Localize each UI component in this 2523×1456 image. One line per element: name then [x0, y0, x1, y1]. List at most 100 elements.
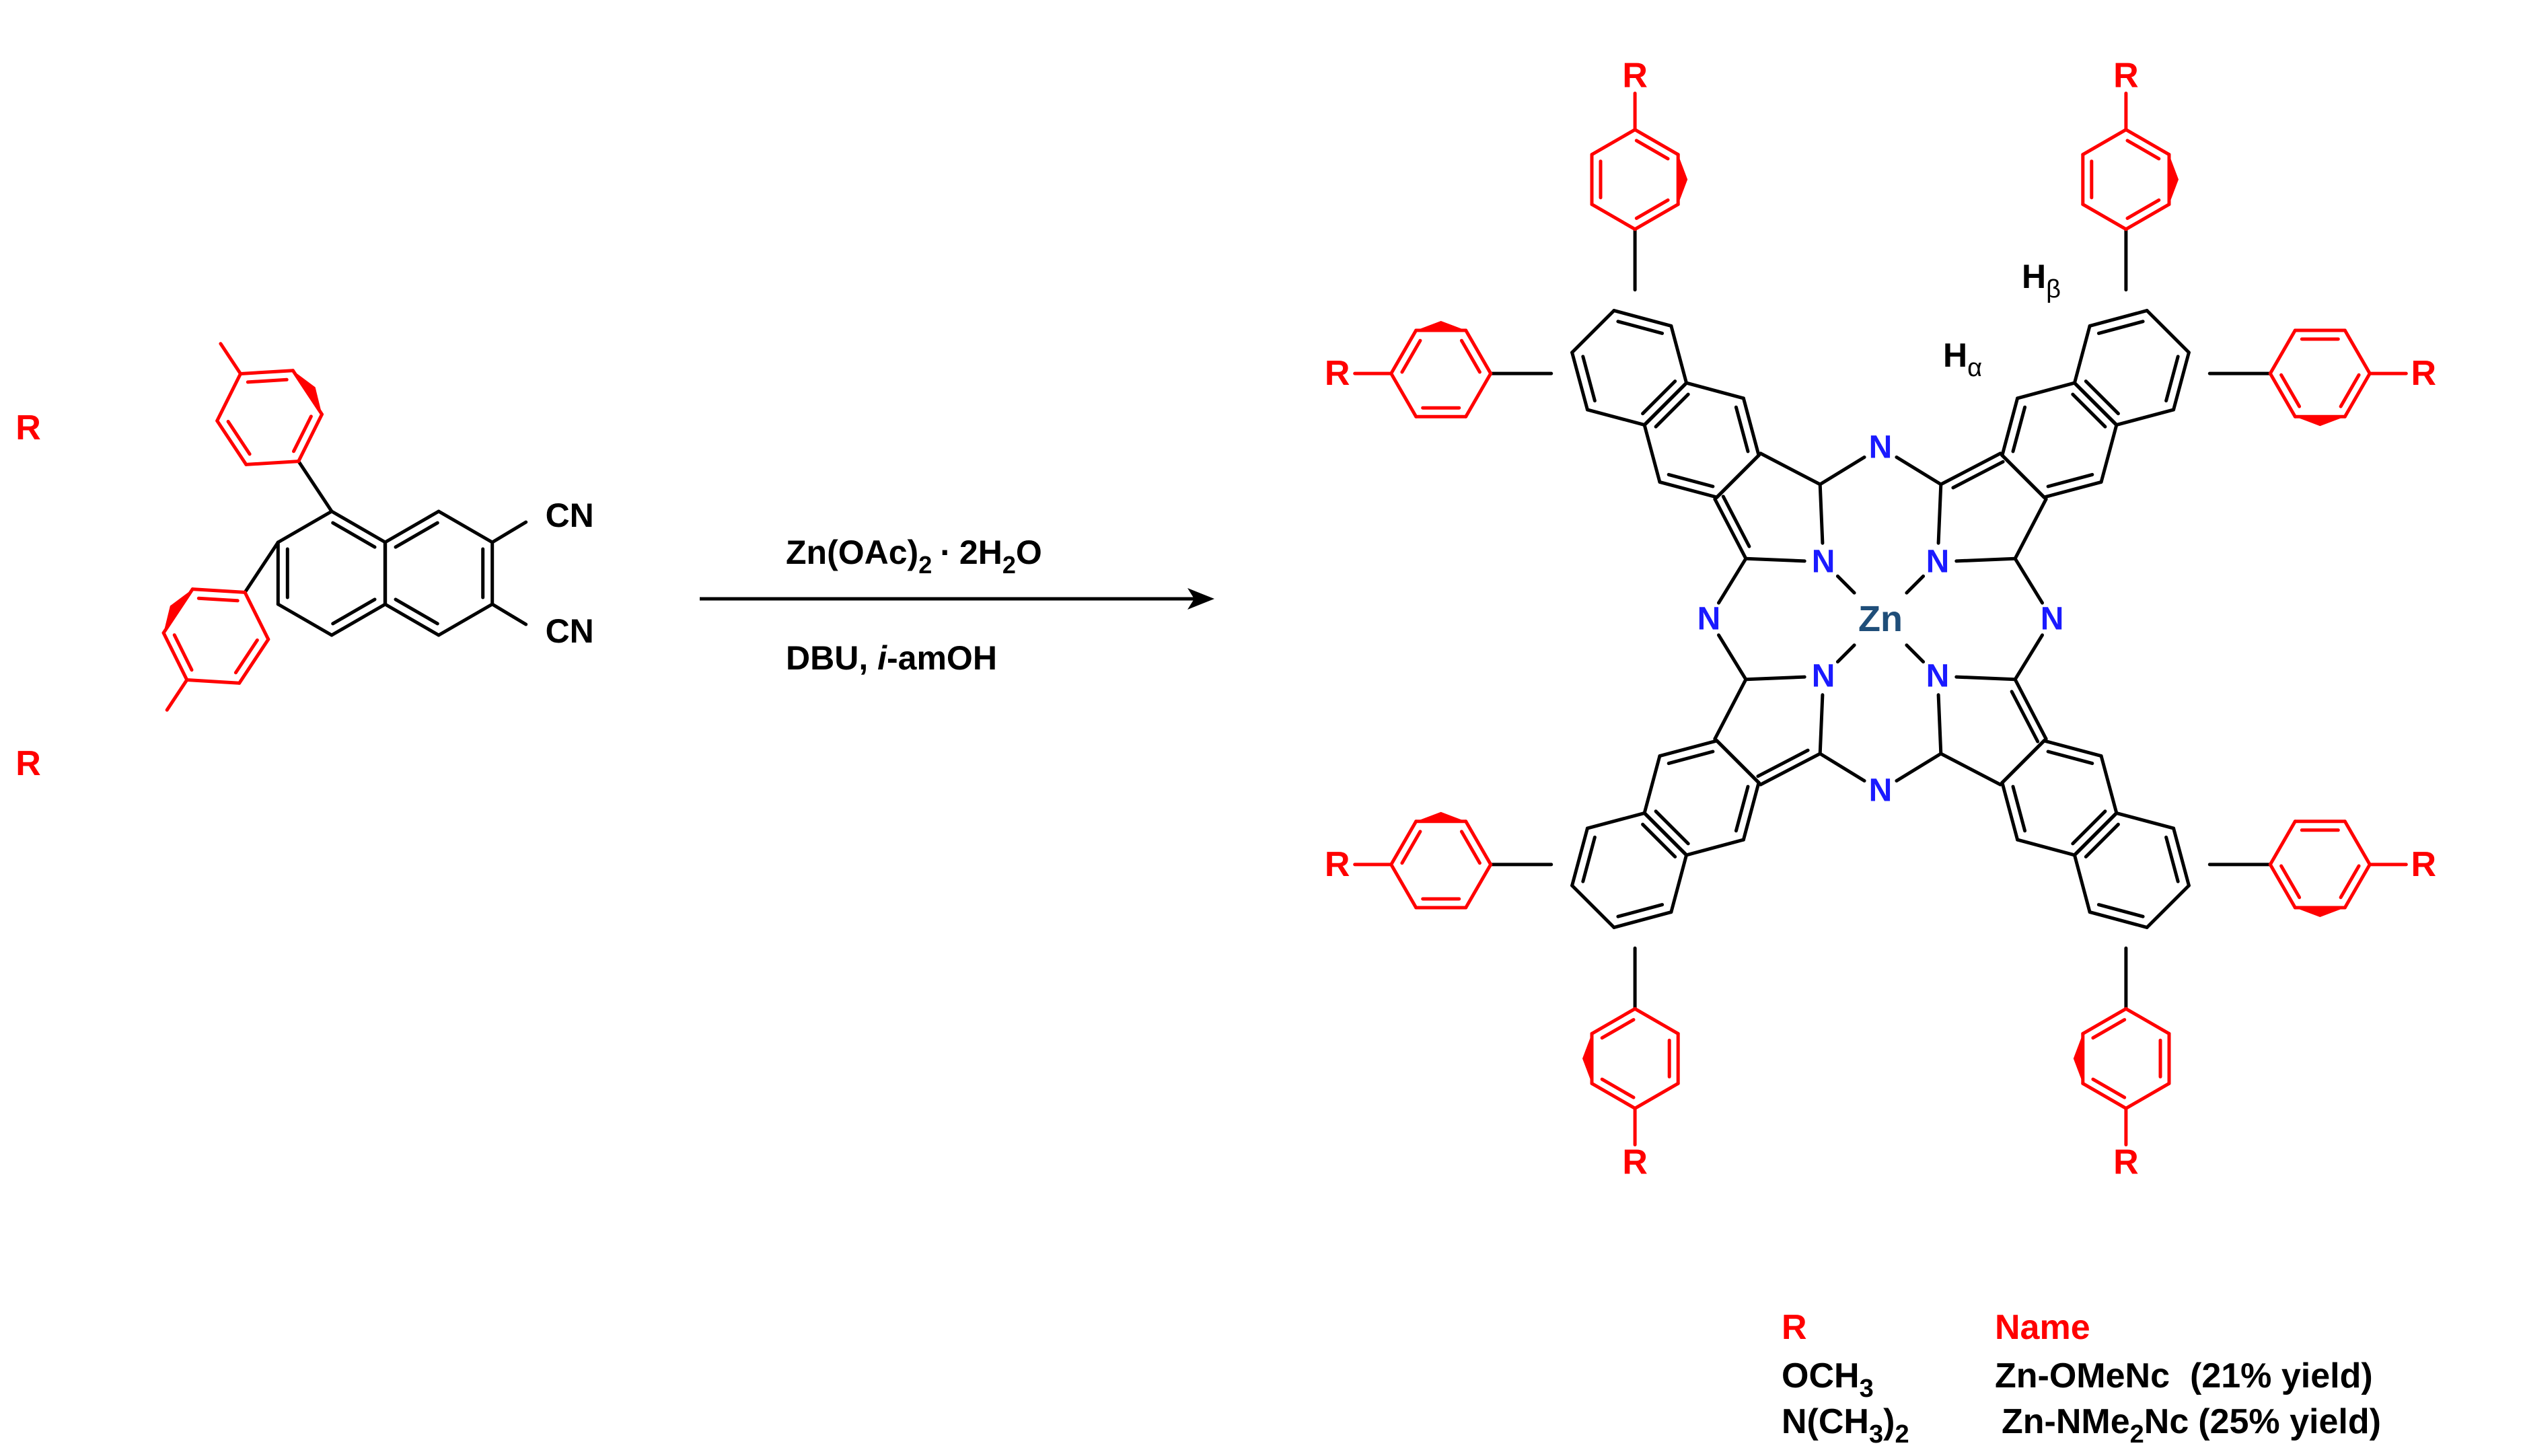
nc-top-left-aryl-a-aryl-wedge — [1416, 321, 1466, 332]
nc-bottom-right-pyrrole-bond — [1936, 693, 1943, 756]
reactant-bottom-aryl-bond — [237, 637, 270, 685]
nc-bottom-left-aryl-b-aryl-double — [1459, 830, 1482, 865]
reactant-nitrile-label-top: CN — [546, 497, 594, 534]
nc-top-left-aryl-b-aryl-double — [1634, 198, 1670, 220]
meso-aza-n-2: N — [2041, 602, 2064, 637]
nc-top-right-aryl-a-aryl-bond — [2081, 128, 2128, 157]
nc-bottom-left-aryl-b-aryl-bond — [1389, 820, 1418, 867]
nc-top-left-aryl-b-aryl-double — [1634, 139, 1670, 161]
nc-bottom-left-aryl-b-aryl-wedge — [1416, 811, 1466, 823]
bond-layer — [243, 227, 2272, 1011]
nc-bottom-right-naphthalene-bond — [2072, 853, 2092, 914]
nc-bottom-left-naphthalene-bond — [1669, 853, 1689, 914]
nc-bottom-left-aryl-b-aryl-bond — [1464, 820, 1493, 867]
zinc-atom-label: Zn — [1858, 599, 1903, 639]
h-beta-label: Hβ — [2022, 258, 2061, 303]
reactant-naphthalene-ring1-bond — [437, 602, 495, 637]
nc-top-left-naphthalene-bond — [1741, 396, 1761, 458]
nc-top-right-naphthalene-bond — [2000, 453, 2046, 499]
nc-bottom-right-pyrrole-bond — [2013, 678, 2048, 741]
nc-bottom-left-aryl-b-aryl-double — [1400, 830, 1422, 865]
nc-bottom-right-aryl-b-aryl-wedge — [2073, 1033, 2084, 1084]
reagent-label: Zn(OAc)2·2H2O — [786, 534, 1042, 579]
reactant-top-aryl-bond — [244, 460, 301, 466]
nc-bottom-left-aryl-a-aryl-bond — [1590, 1007, 1637, 1035]
nc-top-right-aryl-a-aryl-double — [2125, 139, 2161, 161]
meso-bond — [1717, 556, 1748, 605]
nc-top-right-pyrrole-n: N — [1926, 544, 1950, 580]
nc-top-right-naphthalene-bond — [2000, 396, 2020, 458]
nc-top-left-naphthalene-double — [1616, 320, 1665, 335]
nc-bottom-left-naphthalene-double — [1734, 785, 1750, 833]
nc-top-right-naphthalene-bond — [2145, 309, 2191, 355]
nc-bottom-right-aryl-a-aryl-bond — [2268, 820, 2297, 867]
nc-top-right-naphthalene-double — [2046, 472, 2094, 488]
reactant-top-aryl-double — [246, 377, 289, 384]
nc-top-left-aryl-b-aryl-bond — [1633, 203, 1680, 231]
nc-bottom-left-pyrrole-bond — [1818, 693, 1825, 756]
nc-top-right-naphthalene-bond — [2072, 381, 2119, 427]
nc-bottom-left-aryl-a-aryl-bond — [1590, 1081, 1637, 1110]
nc-top-left-naphthalene-bond — [1669, 324, 1689, 385]
nc-top-right-zn-n-bond — [1905, 574, 1926, 595]
nc-top-left-aryl-a-aryl-bond — [1464, 328, 1493, 375]
nc-top-left-naphthalene-double — [1641, 379, 1677, 416]
nc-bottom-left-pyrrole-bond — [1759, 752, 1822, 787]
substituent-table: R Name OCH3 Zn-OMeNc(21% yield) N(CH3)2 … — [1782, 1308, 2381, 1449]
meso-aza-n-3: N — [1869, 773, 1893, 809]
reactant-naphthalene-ring0-bond — [276, 509, 334, 544]
nc-top-right-pyrrole-bond — [2013, 497, 2048, 560]
reaction-arrow — [700, 588, 1214, 610]
nc-top-left-aryl-a-aryl-double — [1400, 338, 1422, 374]
reactant-top-aryl-bond — [215, 418, 248, 466]
meso-bond — [2013, 633, 2044, 682]
nc-top-left-naphthalene-bond — [1585, 408, 1646, 427]
nc-bottom-right-aryl-b-aryl-bond — [2081, 1081, 2128, 1110]
nc-top-right-aryl-b-aryl-bond — [2268, 328, 2297, 375]
nc-top-left-naphthalene-double — [1581, 355, 1597, 403]
nc-top-right-aryl-b-aryl-bond — [2343, 371, 2372, 418]
nc-bottom-left-pyrrole-bond — [1713, 678, 1748, 741]
nc-bottom-left-naphthalene-bond — [1642, 754, 1662, 815]
meso-aza-n-1: N — [1869, 429, 1893, 465]
nc-bottom-right-pyrrole-double — [2010, 690, 2040, 743]
nc-top-right-aryl-a-aryl-bond — [2124, 203, 2171, 231]
reactant-naphthalene-ring1-bond — [437, 509, 495, 544]
nc-top-left-aryl-a-aryl-bond — [1389, 328, 1418, 375]
reactant-bottom-aryl-double — [172, 633, 194, 672]
nc-top-right-naphthalene-bond — [2099, 423, 2119, 484]
reactant-top-aryl-double — [292, 414, 313, 453]
nc-top-left-naphthalene-double — [1734, 405, 1750, 453]
nc-top-right-pyrrole-bond — [1954, 556, 2017, 563]
nc-bottom-left-aryl-b-r-group-label: R — [1325, 845, 1350, 884]
nc-top-right-naphthalene-bond — [2016, 381, 2077, 400]
reactant-naphthalene-double-bond — [331, 521, 377, 549]
reactant-bottom-r-bond — [165, 678, 189, 712]
nc-top-left-pyrrole-bond — [1759, 451, 1822, 486]
table-row-1-name: Zn-OMeNc(21% yield) — [1995, 1356, 2373, 1395]
table-header-name: Name — [1995, 1308, 2090, 1347]
nc-top-right-naphthalene-double — [2096, 320, 2145, 335]
reactant-top-r-bond — [219, 342, 242, 375]
reactant-naphthalene-double-bond — [331, 597, 377, 626]
reactant-naphthalene-ring0-bond — [276, 602, 334, 637]
nc-bottom-right-naphthalene-bond — [2088, 910, 2149, 929]
nc-bottom-left-naphthalene-bond — [1585, 811, 1646, 830]
h-alpha-label: Hα — [1943, 336, 1982, 382]
nc-bottom-left-aryl-a-r-group-label: R — [1622, 1142, 1648, 1181]
nc-top-right-aryl-a-aryl-bond — [2124, 128, 2171, 157]
nc-bottom-right-aryl-a-r-group-label: R — [2411, 845, 2437, 884]
table-header-r: R — [1782, 1308, 1807, 1347]
reactant-top-aryl-bond — [215, 372, 242, 423]
nc-top-left-naphthalene-bond — [1612, 309, 1673, 328]
reactant-bottom-r-group-label: R — [15, 744, 41, 783]
nc-bottom-left-naphthalene-bond — [1741, 780, 1761, 842]
nc-top-left-pyrrole-double — [1721, 495, 1751, 548]
nc-top-right-naphthalene-double — [2084, 379, 2120, 416]
nc-bottom-left-aryl-a-aryl-wedge — [1582, 1033, 1593, 1084]
nc-bottom-left-pyrrole-n: N — [1812, 658, 1835, 694]
nc-bottom-left-naphthalene-bond — [1715, 739, 1761, 785]
nc-bottom-right-aryl-a-aryl-bond — [2343, 863, 2372, 910]
nc-top-right-aryl-b-aryl-double — [2279, 373, 2302, 408]
